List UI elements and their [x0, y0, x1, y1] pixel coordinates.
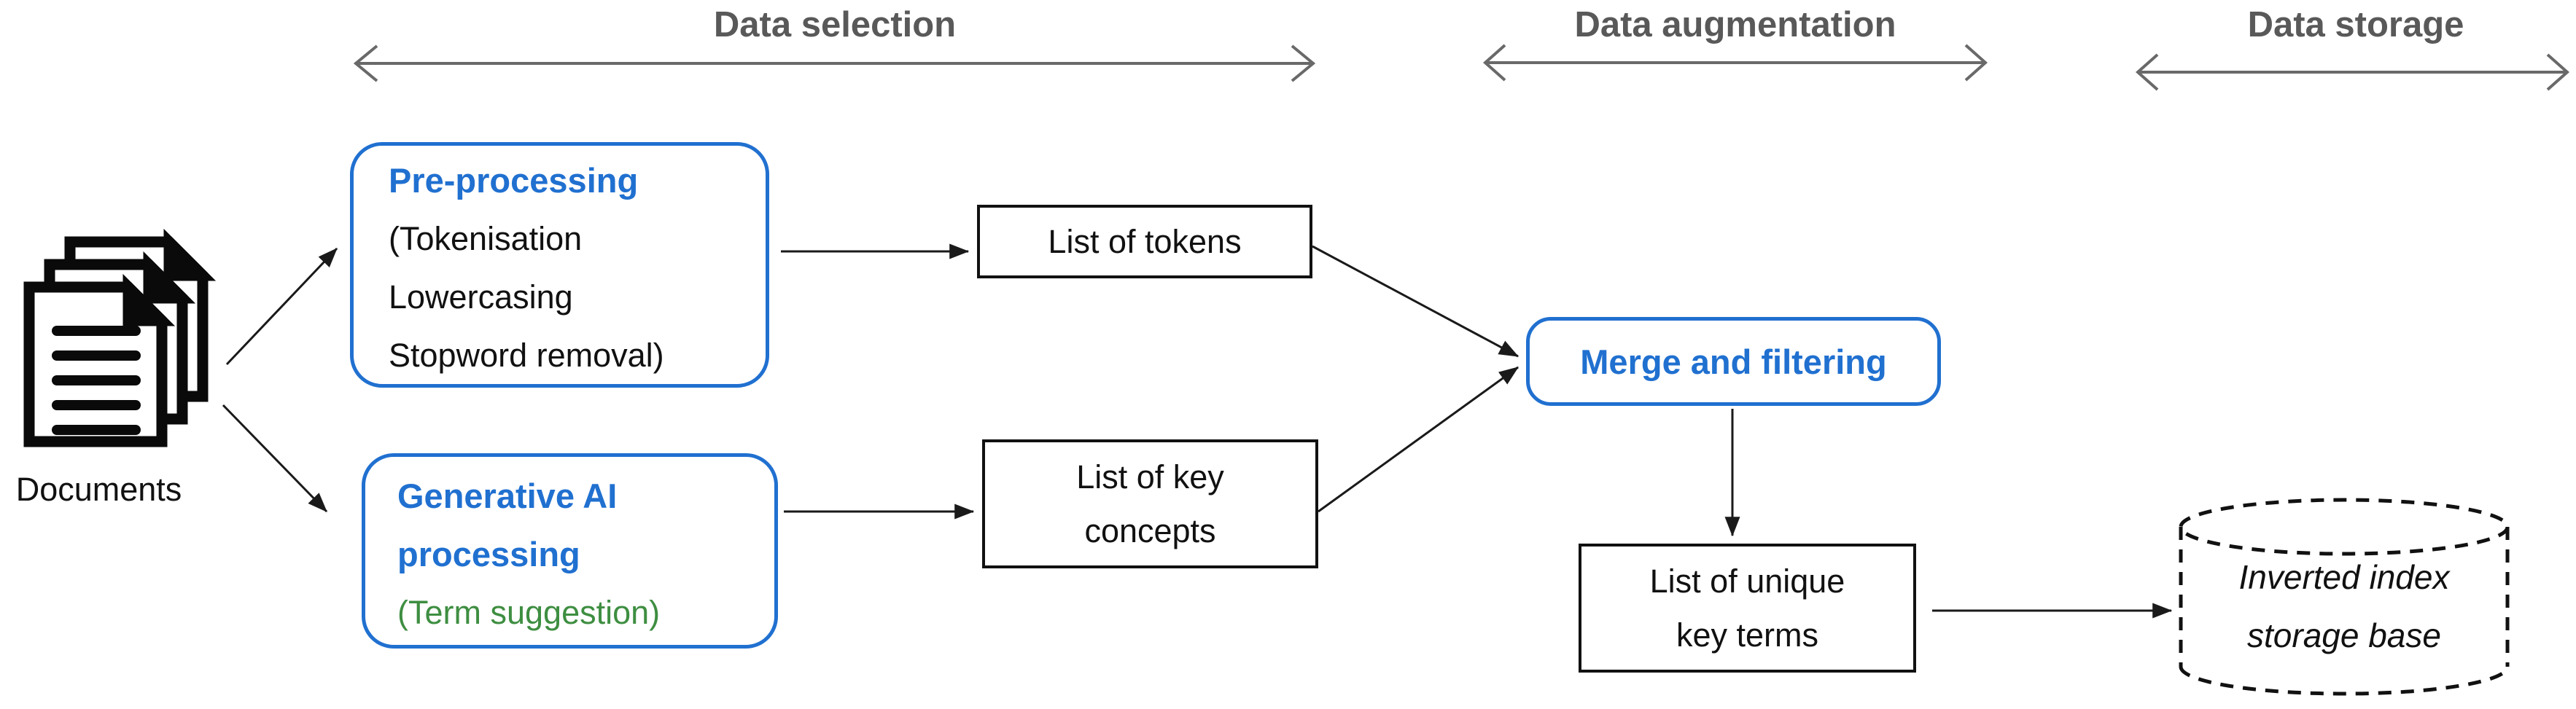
list-of-tokens-box: List of tokens: [977, 205, 1312, 278]
documents-label: Documents: [15, 471, 182, 508]
documents-stack-icon: [23, 228, 217, 447]
preprocessing-detail-2: Lowercasing: [389, 278, 573, 316]
phase-header-data-storage: Data storage: [2247, 5, 2464, 44]
preprocessing-detail-1: (Tokenisation: [389, 220, 583, 257]
list-of-unique-key-terms-line2: key terms: [1676, 616, 1819, 654]
inverted-index-storage-label: Inverted index storage base: [2187, 548, 2501, 665]
list-of-unique-key-terms-line1: List of unique: [1649, 562, 1845, 600]
preprocessing-box: Pre-processing (Tokenisation Lowercasing…: [350, 142, 769, 388]
arrow-concepts-to-merge: [1318, 366, 1519, 513]
generative-ai-subtitle: (Term suggestion): [397, 594, 661, 631]
generative-ai-title-line1: Generative AI: [397, 477, 618, 515]
storage-label-line2: storage base: [2247, 616, 2441, 654]
preprocessing-detail-3: Stopword removal): [389, 337, 664, 374]
phase-arrow-data-storage: [2135, 53, 2570, 91]
list-of-tokens-label: List of tokens: [1048, 222, 1242, 260]
generative-ai-box: Generative AI processing (Term suggestio…: [362, 453, 778, 649]
arrow-documents-to-generative-ai: [222, 404, 328, 513]
preprocessing-title: Pre-processing: [389, 161, 639, 200]
database-cylinder-icon: [2179, 498, 2510, 696]
arrow-documents-to-preprocessing: [225, 247, 338, 366]
merge-and-filtering-box: Merge and filtering: [1526, 317, 1941, 406]
storage-label-line1: Inverted index: [2238, 558, 2450, 596]
phase-header-data-selection: Data selection: [713, 5, 957, 44]
list-of-unique-key-terms-box: List of unique key terms: [1579, 544, 1916, 673]
merge-and-filtering-label: Merge and filtering: [1580, 342, 1887, 381]
phase-arrow-data-augmentation: [1482, 44, 1988, 82]
list-of-key-concepts-line2: concepts: [1084, 512, 1216, 549]
arrow-tokens-to-merge: [1312, 245, 1519, 358]
phase-arrow-data-selection: [353, 44, 1316, 82]
generative-ai-title-line2: processing: [397, 535, 580, 573]
list-of-key-concepts-line1: List of key: [1076, 458, 1224, 495]
phase-header-data-augmentation: Data augmentation: [1574, 5, 1896, 44]
list-of-key-concepts-box: List of key concepts: [982, 439, 1318, 568]
